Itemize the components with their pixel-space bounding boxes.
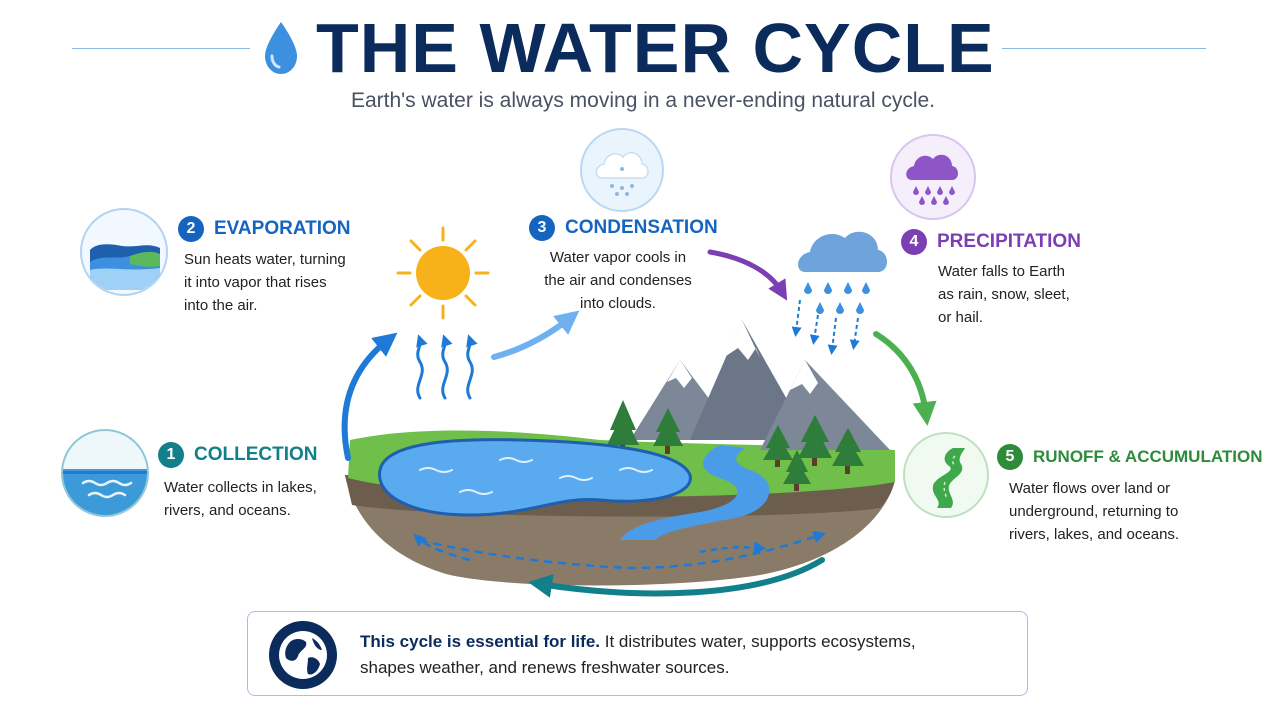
step-evaporation-description: Sun heats water, turning it into vapor t…	[184, 248, 346, 317]
arrow-collection-to-evaporation	[341, 332, 398, 461]
step-runoff-description: Water flows over land or underground, re…	[1009, 477, 1179, 546]
lake	[378, 438, 692, 517]
page-subtitle: Earth's water is always moving in a neve…	[350, 89, 936, 112]
groundwater-flow-arrow	[419, 531, 826, 570]
rain-cloud-icon	[791, 231, 887, 355]
water-drop-icon	[265, 22, 297, 74]
arrow-condensation-to-precipitation	[707, 249, 788, 301]
step-precipitation-header: 4 PRECIPITATION	[901, 229, 1081, 255]
description-line: rivers, and oceans.	[164, 502, 291, 519]
footer-text-line1: It distributes water, supports ecosystem…	[600, 632, 916, 651]
cloud-snow-icon	[580, 128, 664, 212]
footer-text: This cycle is essential for life. It dis…	[360, 629, 1010, 681]
arrow-precipitation-to-runoff	[873, 331, 937, 426]
description-line: into the air.	[184, 297, 258, 314]
arrow-evaporation-to-condensation	[491, 310, 580, 360]
description-line: or hail.	[938, 309, 984, 326]
sun-icon	[396, 226, 490, 320]
step-title: EVAPORATION	[214, 218, 351, 239]
header-divider-right	[1002, 48, 1206, 49]
trees	[607, 400, 864, 491]
step-number-badge: 4	[901, 229, 927, 255]
step-number-badge: 2	[178, 216, 204, 242]
vapor-arrows	[416, 334, 478, 400]
lake-icon	[80, 208, 168, 296]
step-evaporation-header: 2 EVAPORATION	[178, 216, 351, 242]
description-line: it into vapor that rises	[184, 274, 327, 291]
description-line: into clouds.	[580, 295, 656, 312]
mountain-right	[760, 360, 890, 450]
step-collection-description: Water collects in lakes, rivers, and oce…	[164, 476, 317, 522]
description-line: Water flows over land or	[1009, 480, 1171, 497]
footer-text-line2: shapes weather, and renews freshwater so…	[360, 658, 730, 677]
description-line: as rain, snow, sleet,	[938, 286, 1070, 303]
step-number-badge: 1	[158, 442, 184, 468]
description-line: the air and condenses	[544, 272, 692, 289]
step-number-badge: 5	[997, 444, 1023, 470]
step-title: COLLECTION	[194, 444, 318, 465]
step-condensation-header: 3 CONDENSATION	[529, 215, 718, 241]
step-precipitation-description: Water falls to Earth as rain, snow, slee…	[938, 260, 1070, 329]
footer-callout: This cycle is essential for life. It dis…	[247, 611, 1028, 696]
description-line: Water vapor cools in	[549, 249, 687, 266]
step-title: PRECIPITATION	[937, 231, 1081, 252]
header-divider-left	[72, 48, 250, 49]
step-number-badge: 3	[529, 215, 555, 241]
description-line: Water falls to Earth	[938, 263, 1065, 280]
description-line: Water collects in lakes,	[164, 479, 317, 496]
step-collection-header: 1 COLLECTION	[158, 442, 318, 468]
description-line: Sun heats water, turning	[184, 251, 346, 268]
waves-icon	[61, 429, 149, 517]
description-line: rivers, lakes, and oceans.	[1009, 526, 1180, 543]
rain-cloud-purple-icon	[890, 134, 976, 220]
globe-icon	[269, 621, 337, 689]
step-title: RUNOFF & ACCUMULATION	[1033, 447, 1263, 466]
river-icon	[903, 432, 989, 518]
step-title: CONDENSATION	[565, 217, 718, 238]
river	[620, 445, 770, 540]
page-title: THE WATER CYCLE	[316, 9, 995, 87]
description-line: underground, returning to	[1009, 503, 1179, 520]
arrow-runoff-to-collection	[528, 557, 825, 598]
footer-bold-text: This cycle is essential for life.	[360, 632, 600, 651]
step-condensation-description: Water vapor cools in the air and condens…	[530, 246, 706, 315]
step-runoff-header: 5 RUNOFF & ACCUMULATION	[997, 444, 1262, 470]
